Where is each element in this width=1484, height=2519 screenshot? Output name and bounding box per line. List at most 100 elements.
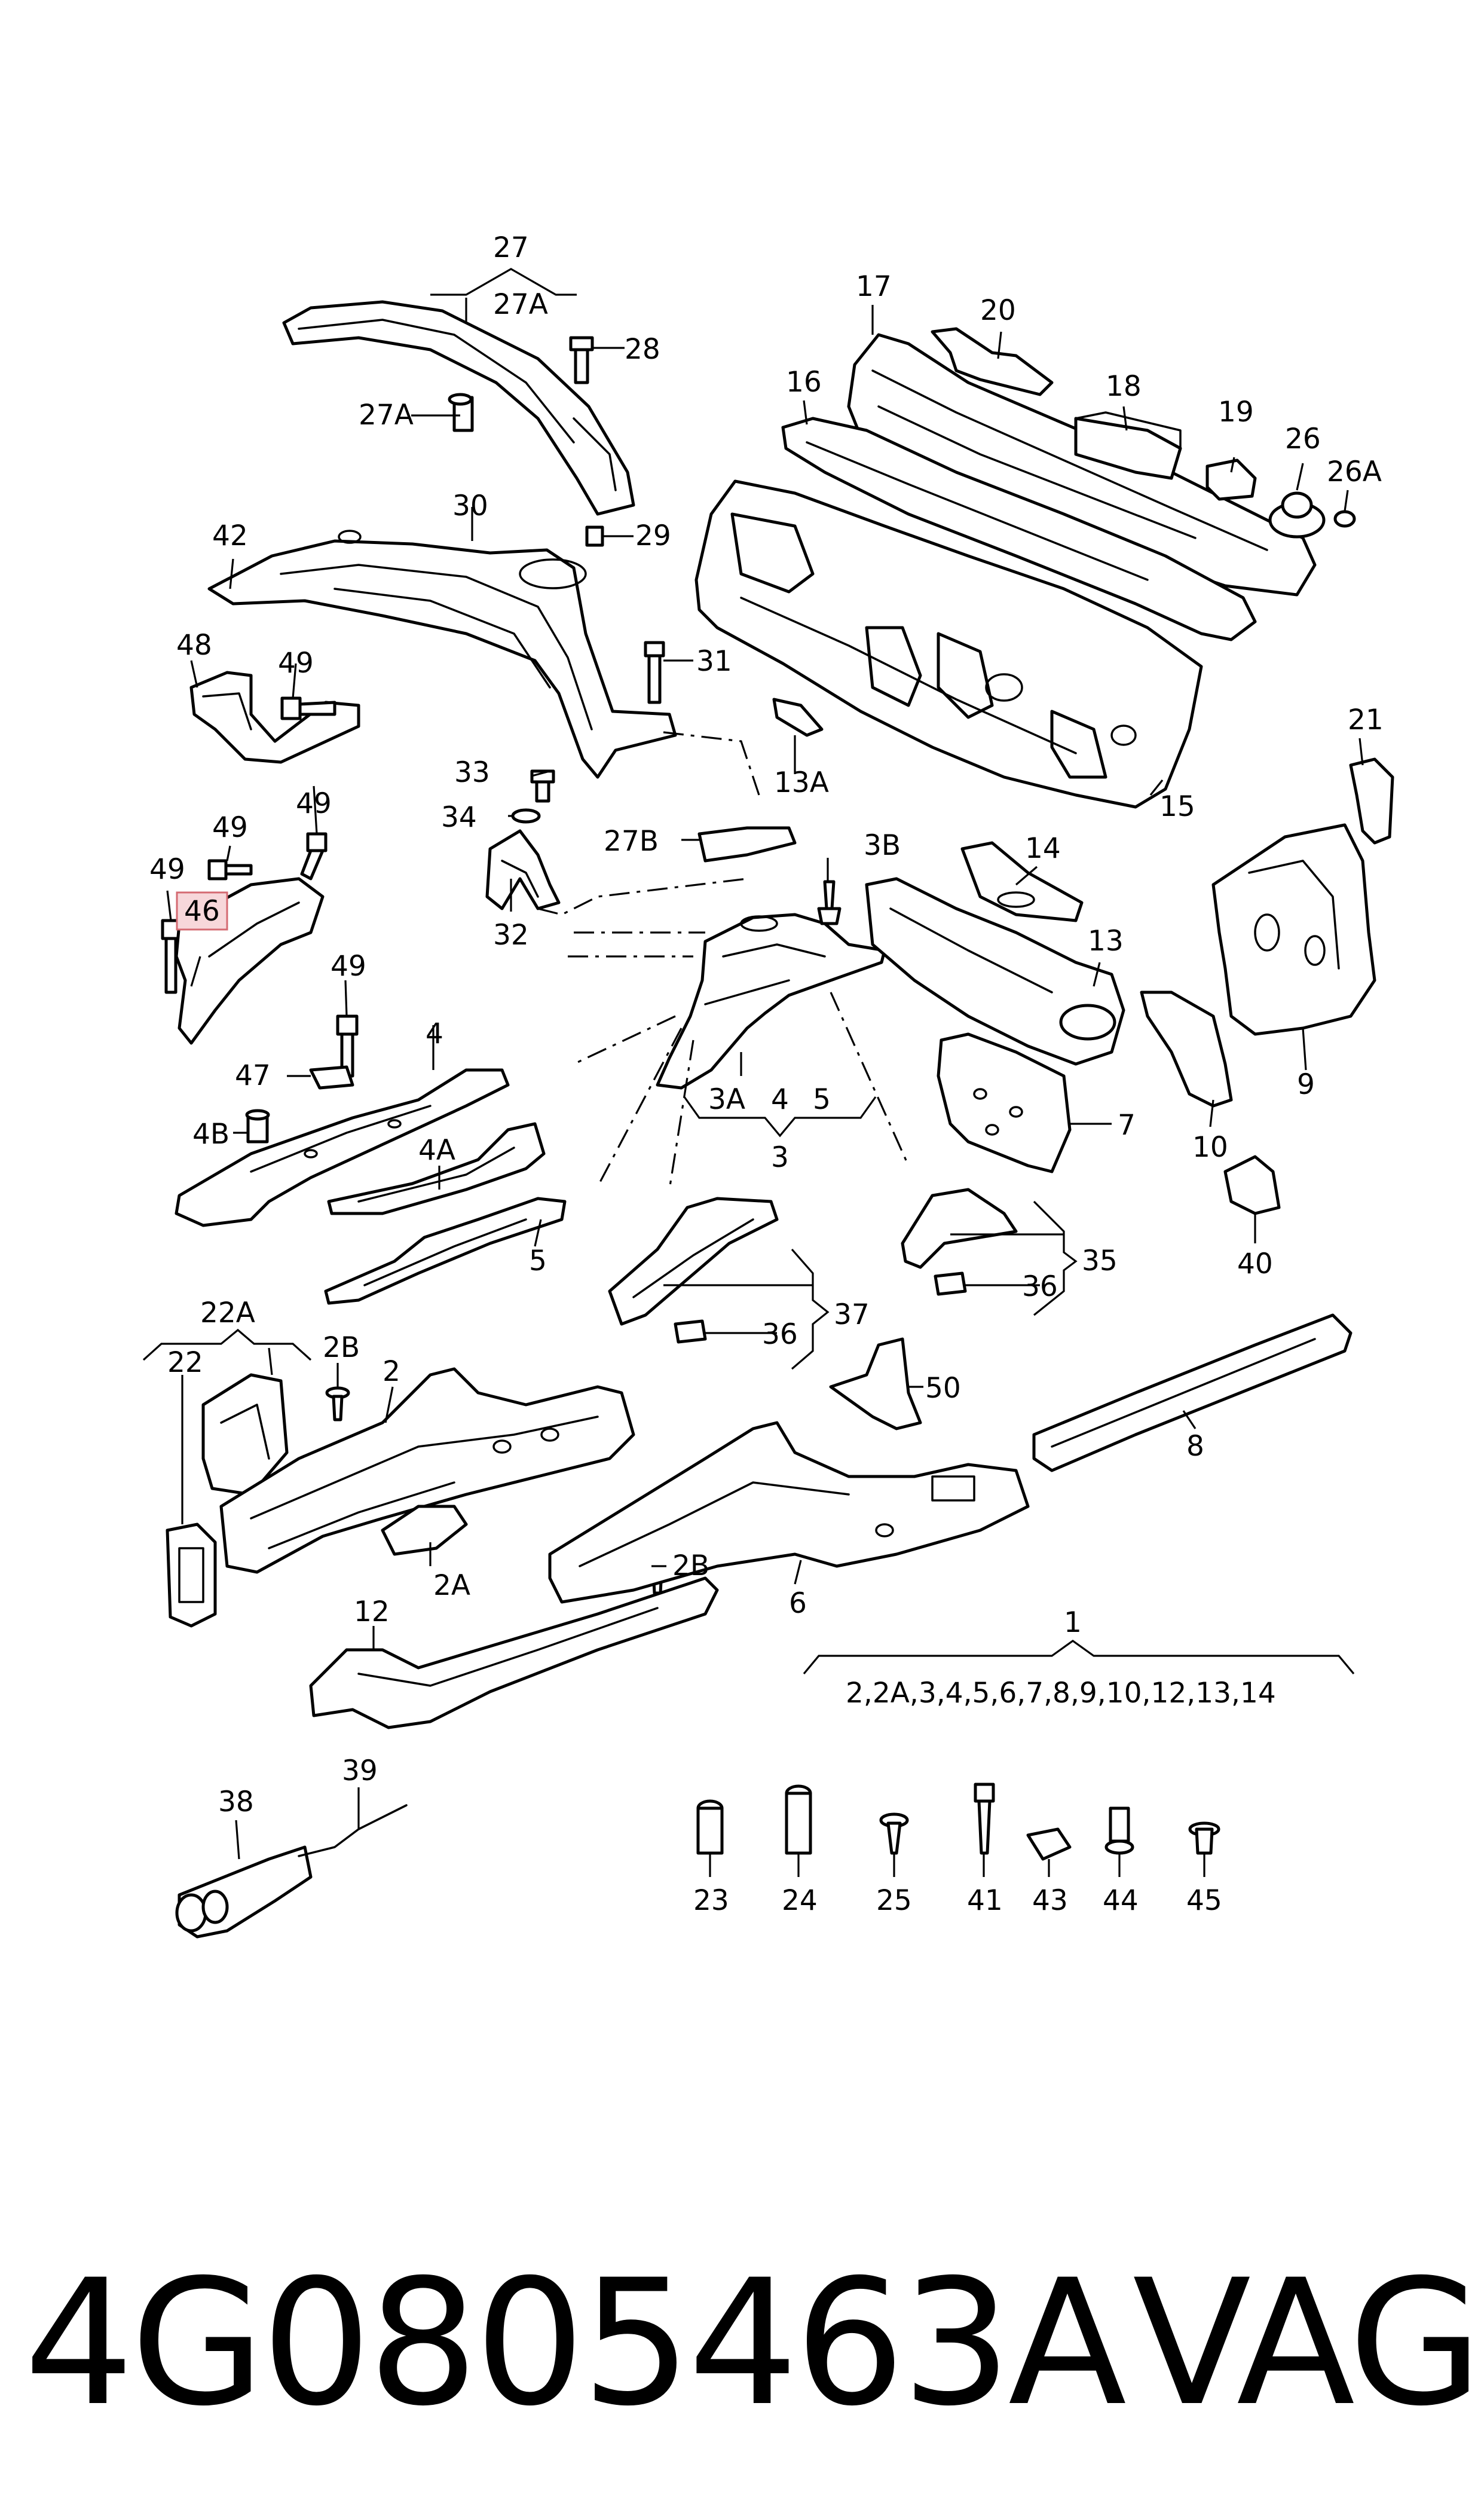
part-36-clips (674, 1271, 967, 1344)
callout-6: 6 (789, 1587, 807, 1620)
callout-18: 18 (1106, 370, 1142, 403)
callout-3: 3 (771, 1141, 789, 1174)
part-26A-grommet (1333, 510, 1356, 528)
leader-lines (142, 268, 1364, 1877)
callout-27A-top: 27A (493, 288, 548, 321)
callout-45: 45 (1186, 1884, 1222, 1917)
callout-35: 35 (1082, 1245, 1118, 1277)
callout-26A: 26A (1327, 456, 1382, 488)
callout-24: 24 (782, 1884, 818, 1917)
callout-22A: 22A (200, 1297, 255, 1329)
part-21-bracket (1349, 757, 1394, 845)
part-15-bulkhead (694, 479, 1203, 809)
callout-23: 23 (693, 1884, 729, 1917)
part-31-bolt (644, 641, 665, 704)
callout-12: 12 (354, 1595, 390, 1628)
part-27B-bracket (697, 826, 797, 863)
part-35-bracket (901, 1188, 1018, 1269)
part-38-39-sleeve (175, 1804, 408, 1939)
callout-49-b: 49 (296, 787, 332, 820)
part-3B-rivet (817, 880, 842, 925)
part-14-bracket (960, 841, 1084, 922)
footer-brand: VAG (1133, 2243, 1479, 2444)
part-13A-grommet (772, 698, 824, 737)
callout-28: 28 (625, 333, 660, 366)
part-48-bracket (189, 671, 360, 764)
callout-38: 38 (218, 1786, 254, 1818)
part-8-sill (1032, 1313, 1353, 1472)
callout-2B-a: 2B (323, 1331, 360, 1364)
callout-14: 14 (1025, 832, 1061, 865)
footer: 4G0805463A VAG (24, 2243, 1483, 2444)
part-22-22A-brackets (166, 1373, 289, 1628)
part-50-bracket (829, 1337, 922, 1430)
callout-46: 46 (184, 895, 220, 928)
callout-27: 27 (493, 231, 529, 264)
part-30-42-panel (207, 530, 677, 779)
callout-34: 34 (441, 801, 477, 834)
callout-9: 9 (1297, 1068, 1315, 1101)
callout-26: 26 (1285, 423, 1321, 456)
callout-49-c: 49 (212, 811, 248, 844)
part-32-33-34 (485, 769, 561, 910)
callout-41: 41 (967, 1884, 1003, 1917)
callout-36-b: 36 (762, 1318, 798, 1351)
callout-labels: 27 27A 27A 28 29 30 31 42 48 49 49 49 49… (149, 231, 1384, 1917)
part-27A-bushing (448, 393, 473, 406)
part-27-strut (282, 300, 635, 516)
callout-4: 4 (426, 1017, 443, 1050)
callout-22: 22 (167, 1346, 203, 1379)
callout-8: 8 (1186, 1430, 1204, 1463)
callout-13A: 13A (774, 766, 829, 799)
callout-13: 13 (1088, 925, 1124, 958)
callout-17: 17 (856, 270, 892, 303)
callout-4B: 4B (192, 1118, 230, 1151)
callout-25: 25 (876, 1884, 912, 1917)
callout-19: 19 (1218, 396, 1254, 429)
callout-43: 43 (1032, 1884, 1068, 1917)
callout-16: 16 (786, 366, 822, 399)
part-4-member (175, 1068, 510, 1227)
callout-47: 47 (235, 1059, 271, 1092)
callout-1: 1 (1064, 1606, 1082, 1639)
part-9-side-panel (1211, 823, 1376, 1036)
callout-48: 48 (176, 629, 212, 662)
part-18-block (1074, 411, 1182, 480)
part-3-crossmember (656, 913, 886, 1090)
callout-49-e: 49 (331, 950, 366, 983)
callout-1-list: 2,2A,3,4,5,6,7,8,9,10,12,13,14 (846, 1677, 1276, 1710)
callout-50: 50 (925, 1372, 961, 1405)
callout-15: 15 (1159, 790, 1195, 823)
part-fasteners-row (696, 1783, 1220, 1861)
callout-5: 5 (529, 1245, 547, 1277)
callout-30: 30 (452, 490, 488, 522)
part-26-grommet (1268, 491, 1326, 539)
callout-40: 40 (1237, 1248, 1273, 1280)
part-7-plate (937, 1032, 1072, 1173)
callout-3-5: 5 (813, 1083, 831, 1116)
callout-49-a: 49 (278, 647, 314, 680)
part-37-member (608, 1197, 779, 1326)
part-2A-bracket (381, 1505, 468, 1556)
callout-27B: 27B (604, 825, 659, 858)
callout-33: 33 (454, 756, 490, 789)
part-drawings (161, 300, 1394, 1939)
callout-44: 44 (1103, 1884, 1139, 1917)
callout-31: 31 (696, 645, 732, 678)
part-40-clip (1223, 1155, 1281, 1215)
callout-7: 7 (1118, 1109, 1136, 1142)
callout-10: 10 (1192, 1131, 1228, 1164)
part-16-upper-panel (781, 417, 1257, 641)
callout-2B-b: 2B (672, 1549, 709, 1582)
callout-37: 37 (834, 1298, 870, 1331)
callout-4A: 4A (418, 1134, 455, 1167)
part-49-bolts (161, 696, 359, 1078)
part-47-clip (309, 1065, 354, 1090)
callout-39: 39 (342, 1754, 378, 1787)
part-19-block (1205, 458, 1257, 501)
part-5-member (324, 1197, 567, 1305)
part-29-clip (585, 525, 604, 547)
part-20-bracket (931, 327, 1054, 396)
callout-27A: 27A (359, 399, 414, 432)
footer-part-number: 4G0805463A (24, 2243, 1127, 2444)
